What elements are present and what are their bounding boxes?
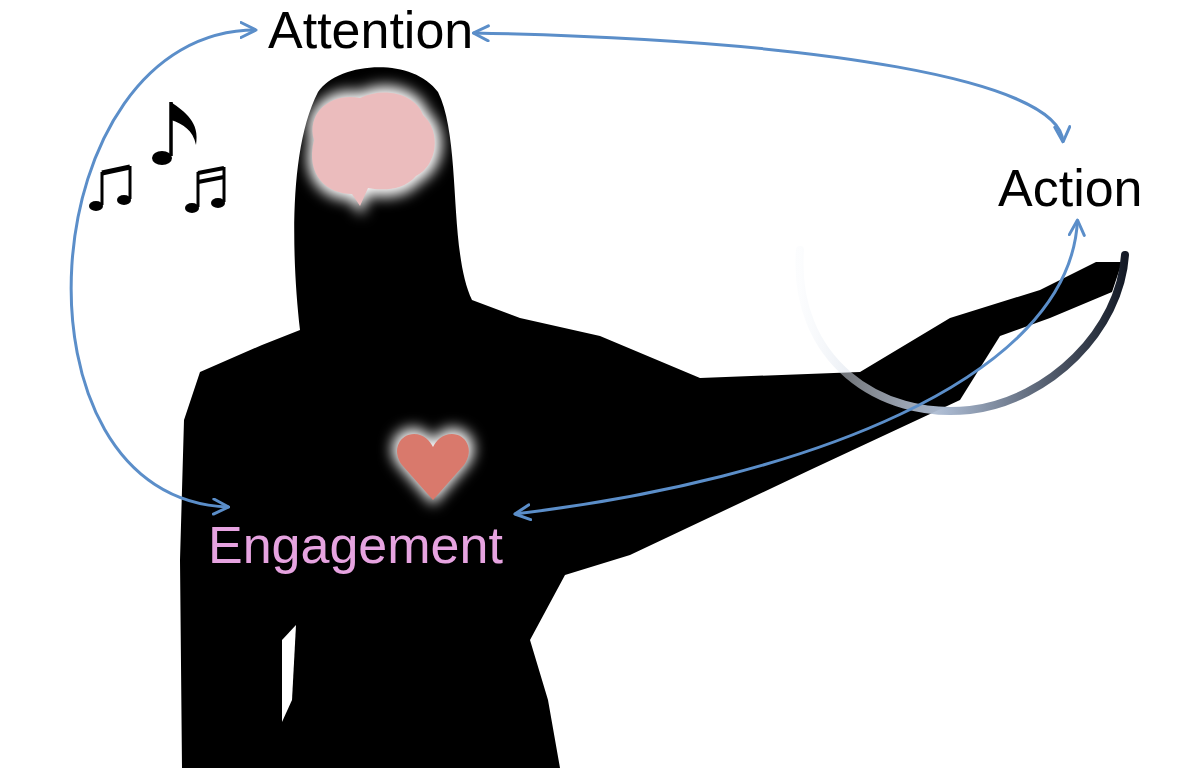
text-node: Action xyxy=(998,158,1143,218)
node-label: Action xyxy=(998,158,1143,218)
motion-swoosh xyxy=(799,250,1125,411)
curved-arrow xyxy=(473,33,1063,142)
curved-arrow xyxy=(71,30,256,507)
arm-gap xyxy=(282,625,296,722)
music-notes xyxy=(89,102,225,213)
text-node: Attention xyxy=(268,0,473,60)
node-label: Attention xyxy=(268,0,473,60)
brain-icon xyxy=(308,86,442,215)
heart-icon xyxy=(392,428,474,505)
curved-arrow xyxy=(515,220,1078,514)
text-node: Engagement xyxy=(208,515,503,575)
woman-silhouette xyxy=(180,67,1122,768)
node-label: Engagement xyxy=(208,515,503,575)
